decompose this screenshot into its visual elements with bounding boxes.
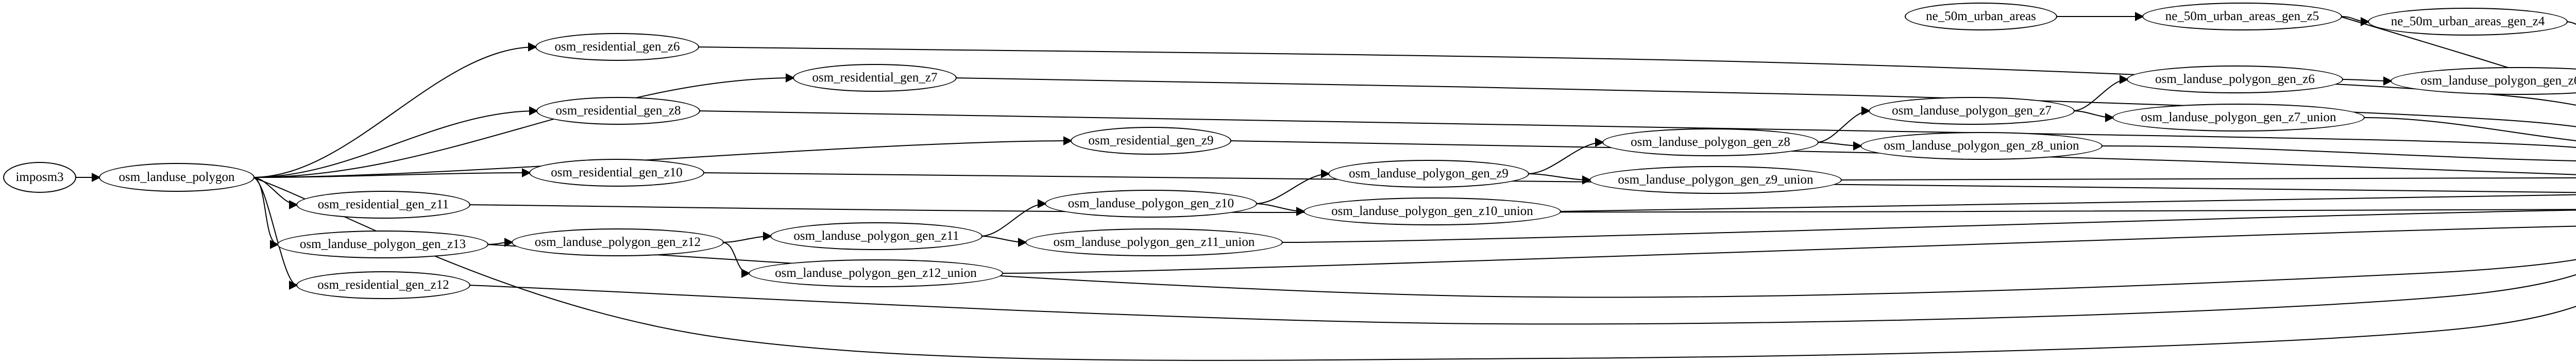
edge-osm_landuse_polygon_gen_z11-to-osm_landuse_polygon_gen_z10 bbox=[980, 199, 1047, 237]
edge-osm_landuse_polygon_gen_z6-to-osm_landuse_polygon_gen_z6_union bbox=[2341, 76, 2393, 86]
edge-osm_residential_gen_z8-to-layer_landuse-z8 bbox=[698, 110, 2576, 149]
node-osm_landuse_polygon_gen_z7: osm_landuse_polygon_gen_z7 bbox=[1869, 97, 2075, 125]
edge-osm_landuse_polygon-to-osm_residential_gen_z9 bbox=[252, 136, 1073, 178]
edge-osm_residential_gen_z6-to-layer_landuse-z6 bbox=[697, 46, 2576, 106]
edge-osm_landuse_polygon_gen_z11_union-to-layer_landuse-z11 bbox=[1280, 209, 2576, 243]
node-osm_landuse_polygon_gen_z8_union: osm_landuse_polygon_gen_z8_union bbox=[1860, 132, 2103, 160]
edge-osm_residential_gen_z12-to-layer_landuse-z12 bbox=[468, 274, 2576, 325]
edge-osm_landuse_polygon-to-osm_residential_gen_z10 bbox=[252, 168, 531, 178]
node-osm_residential_gen_z10: osm_residential_gen_z10 bbox=[529, 159, 704, 187]
node-osm_residential_gen_z12: osm_residential_gen_z12 bbox=[296, 271, 470, 299]
edge-osm_landuse_polygon_gen_z8_union-to-layer_landuse-z8 bbox=[2100, 145, 2576, 161]
edge-osm_landuse_polygon_gen_z10-to-osm_landuse_polygon_gen_z10_union bbox=[1255, 203, 1306, 216]
edge-ne_50m_urban_areas_gen_z5-to-ne_50m_urban_areas_gen_z4 bbox=[2340, 16, 2370, 26]
edge-osm_landuse_polygon_gen_z11-to-osm_landuse_polygon_gen_z11_union bbox=[980, 236, 1027, 247]
node-osm_residential_gen_z11: osm_residential_gen_z11 bbox=[296, 191, 470, 219]
edge-osm_landuse_polygon-to-osm_residential_gen_z12 bbox=[252, 177, 298, 290]
node-osm_landuse_polygon_gen_z12_union: osm_landuse_polygon_gen_z12_union bbox=[749, 259, 1003, 287]
node-osm_landuse_polygon: osm_landuse_polygon bbox=[99, 163, 255, 192]
node-osm_landuse_polygon_gen_z12: osm_landuse_polygon_gen_z12 bbox=[512, 228, 724, 256]
edge-osm_landuse_polygon_gen_z12-to-osm_landuse_polygon_gen_z11 bbox=[721, 232, 772, 243]
edge-osm_landuse_polygon-to-osm_landuse_polygon_gen_z13 bbox=[252, 177, 279, 249]
node-ne_50m_urban_areas_gen_z4: ne_50m_urban_areas_gen_z4 bbox=[2368, 8, 2568, 36]
node-osm_landuse_polygon_gen_z6: osm_landuse_polygon_gen_z6 bbox=[2127, 65, 2343, 93]
edge-osm_landuse_polygon-to-osm_residential_gen_z11 bbox=[252, 177, 298, 209]
node-osm_landuse_polygon_gen_z9: osm_landuse_polygon_gen_z9 bbox=[1328, 160, 1529, 188]
edge-osm_landuse_polygon_gen_z9-to-osm_landuse_polygon_gen_z8 bbox=[1527, 138, 1604, 174]
edge-osm_landuse_polygon_gen_z9_union-to-layer_landuse-z9 bbox=[1839, 177, 2576, 180]
edge-osm_landuse_polygon-to-osm_residential_gen_z7 bbox=[252, 73, 795, 178]
node-osm_landuse_polygon_gen_z8: osm_landuse_polygon_gen_z8 bbox=[1602, 128, 1819, 156]
node-osm_residential_gen_z9: osm_residential_gen_z9 bbox=[1071, 127, 1231, 155]
node-osm_landuse_polygon_gen_z10: osm_landuse_polygon_gen_z10 bbox=[1045, 190, 1257, 218]
node-osm_landuse_polygon_gen_z7_union: osm_landuse_polygon_gen_z7_union bbox=[2112, 104, 2365, 131]
node-ne_50m_urban_areas: ne_50m_urban_areas bbox=[1905, 3, 2057, 30]
edge-osm_landuse_polygon_gen_z12_union-to-layer_landuse-z12 bbox=[1001, 225, 2576, 274]
node-osm_landuse_polygon_gen_z10_union: osm_landuse_polygon_gen_z10_union bbox=[1303, 198, 1561, 225]
node-osm_residential_gen_z8: osm_residential_gen_z8 bbox=[536, 97, 700, 125]
edge-osm_landuse_polygon_gen_z7-to-osm_landuse_polygon_gen_z7_union bbox=[2072, 110, 2114, 122]
edge-osm_landuse_polygon_gen_z10-to-osm_landuse_polygon_gen_z9 bbox=[1255, 169, 1330, 204]
node-imposm3: imposm3 bbox=[3, 162, 76, 193]
edge-osm_landuse_polygon_gen_z8-to-osm_landuse_polygon_gen_z7 bbox=[1816, 106, 1871, 143]
node-osm_landuse_polygon_gen_z9_union: osm_landuse_polygon_gen_z9_union bbox=[1589, 166, 1842, 194]
edge-osm_landuse_polygon-to-osm_residential_gen_z6 bbox=[252, 42, 537, 178]
node-osm_landuse_polygon_gen_z11: osm_landuse_polygon_gen_z11 bbox=[770, 222, 982, 250]
edge-osm_landuse_polygon-to-layer_landuse-z14+ bbox=[252, 177, 2576, 361]
node-ne_50m_urban_areas_gen_z5: ne_50m_urban_areas_gen_z5 bbox=[2142, 3, 2342, 30]
edge-osm_landuse_polygon-to-osm_residential_gen_z8 bbox=[252, 106, 538, 178]
edge-osm_landuse_polygon_gen_z9-to-osm_landuse_polygon_gen_z9_union bbox=[1527, 173, 1591, 185]
edge-osm_landuse_polygon_gen_z7-to-osm_landuse_polygon_gen_z6 bbox=[2072, 75, 2129, 111]
edge-osm_landuse_polygon_gen_z10_union-to-layer_landuse-z10 bbox=[1558, 193, 2576, 212]
edge-osm_landuse_polygon_gen_z8-to-osm_landuse_polygon_gen_z8_union bbox=[1816, 141, 1862, 151]
node-osm_landuse_polygon_gen_z11_union: osm_landuse_polygon_gen_z11_union bbox=[1025, 228, 1283, 256]
node-osm_residential_gen_z6: osm_residential_gen_z6 bbox=[535, 33, 699, 61]
edge-osm_landuse_polygon_gen_z7_union-to-layer_landuse-z7 bbox=[2362, 117, 2576, 141]
edge-osm_landuse_polygon_gen_z12-to-osm_landuse_polygon_gen_z12_union bbox=[721, 242, 751, 278]
node-osm_landuse_polygon_gen_z13: osm_landuse_polygon_gen_z13 bbox=[277, 231, 488, 258]
node-osm_residential_gen_z7: osm_residential_gen_z7 bbox=[793, 64, 957, 92]
edge-ne_50m_urban_areas_gen_z5-to-layer_landuse-z5 bbox=[2340, 16, 2576, 89]
